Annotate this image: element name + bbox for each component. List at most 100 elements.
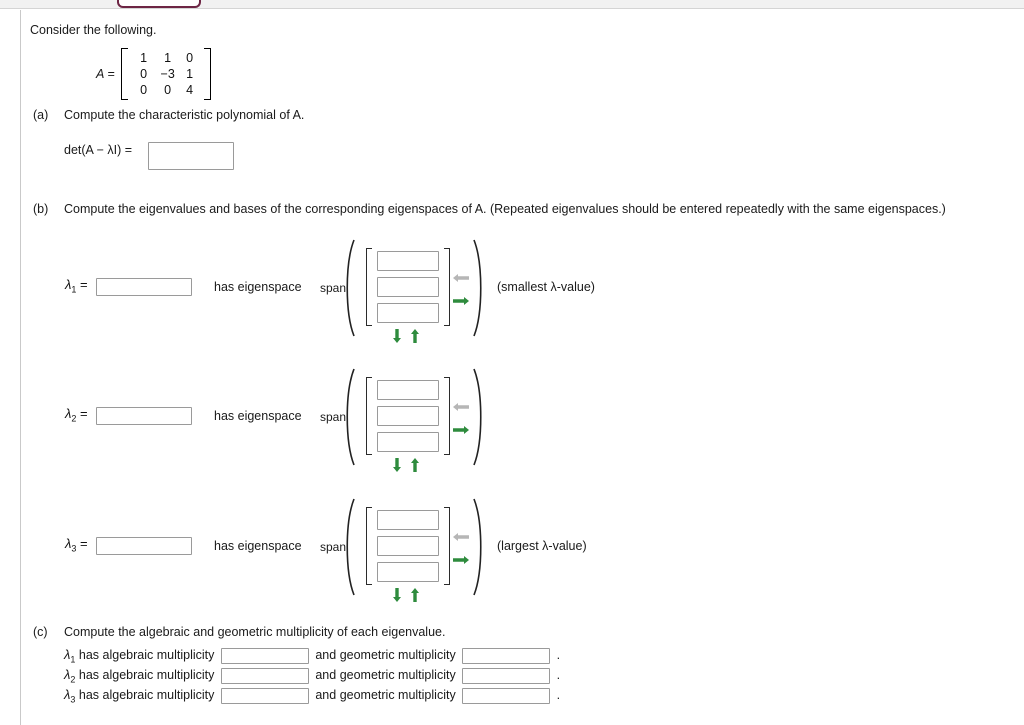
has-eigenspace-label-1: has eigenspace — [214, 280, 302, 294]
det-label: det(A − λI) = — [64, 143, 133, 157]
period-2: . — [556, 668, 561, 682]
lambda-3-label: λ3 = — [65, 536, 88, 554]
down-arrow-icon[interactable] — [392, 587, 402, 608]
lambda-2-label: λ2 = — [65, 406, 88, 424]
lambda-3-multiplicity-label: λ3 — [64, 687, 76, 705]
paren-close-2 — [470, 367, 488, 467]
vector-bracket-left — [366, 377, 372, 455]
eigenvector-2-component-2[interactable] — [377, 406, 439, 426]
eigenvector-widget-2 — [366, 377, 469, 472]
page-left-rule — [20, 10, 21, 725]
lambda-2-multiplicity-label: λ2 — [64, 667, 76, 685]
down-arrow-icon[interactable] — [392, 457, 402, 478]
vector-bracket-right — [444, 507, 450, 585]
matrix-cell: 1 — [140, 51, 148, 65]
up-arrow-icon[interactable] — [410, 587, 420, 608]
part-b-marker: (b) — [33, 202, 49, 216]
eigenvector-1-component-2[interactable] — [377, 277, 439, 297]
left-arrow-disabled-icon[interactable] — [452, 270, 470, 288]
matrix-cell: 0 — [140, 67, 148, 81]
period-3: . — [556, 688, 561, 702]
right-arrow-icon[interactable] — [452, 293, 470, 311]
down-arrow-icon[interactable] — [392, 328, 402, 349]
eigenvector-widget-3 — [366, 507, 469, 602]
algebraic-label-2: has algebraic multiplicity — [78, 668, 215, 682]
matrix-cell: 0 — [140, 83, 148, 97]
matrix-cell: 0 — [164, 83, 172, 97]
period-1: . — [556, 648, 561, 662]
eigenvector-3-component-3[interactable] — [377, 562, 439, 582]
lambda-3-input[interactable] — [96, 537, 192, 555]
eigenvector-1-component-3[interactable] — [377, 303, 439, 323]
part-a-text: Compute the characteristic polynomial of… — [64, 108, 305, 122]
lambda-1-label: λ1 = — [65, 277, 88, 295]
matrix-cell: 4 — [186, 83, 194, 97]
eigenvector-3-component-1[interactable] — [377, 510, 439, 530]
multiplicity-row-2: λ2 has algebraic multiplicity and geomet… — [64, 667, 560, 685]
geometric-multiplicity-1-input[interactable] — [462, 647, 551, 664]
up-arrow-icon[interactable] — [410, 328, 420, 349]
characteristic-polynomial-input[interactable] — [148, 142, 234, 170]
geometric-label-1: and geometric multiplicity — [315, 648, 456, 662]
vector-ud-controls-2 — [392, 457, 420, 478]
assignment-page: Consider the following. A = 1 1 0 0 −3 1… — [0, 10, 1024, 725]
vector-ud-controls-1 — [392, 328, 420, 349]
left-arrow-disabled-icon[interactable] — [452, 399, 470, 417]
part-a-marker: (a) — [33, 108, 49, 122]
eigenvector-2-component-3[interactable] — [377, 432, 439, 452]
vector-lr-controls-1 — [452, 270, 470, 311]
up-arrow-icon[interactable] — [410, 457, 420, 478]
geometric-multiplicity-3-input[interactable] — [462, 687, 551, 704]
paren-close-1 — [470, 238, 488, 338]
paren-open-1 — [340, 238, 358, 338]
vector-bracket-left — [366, 248, 372, 326]
matrix-a-grid: 1 1 0 0 −3 1 0 0 4 — [128, 48, 204, 100]
matrix-cell: 1 — [164, 51, 172, 65]
eigenvector-widget-1 — [366, 248, 469, 343]
geometric-label-2: and geometric multiplicity — [315, 668, 456, 682]
eigenvector-3-component-2[interactable] — [377, 536, 439, 556]
vector-bracket-right — [444, 248, 450, 326]
vector-lr-controls-2 — [452, 399, 470, 440]
browser-chrome-strip — [0, 0, 1024, 9]
has-eigenspace-label-2: has eigenspace — [214, 409, 302, 423]
lambda-1-input[interactable] — [96, 278, 192, 296]
vector-lr-controls-3 — [452, 529, 470, 570]
multiplicity-row-1: λ1 has algebraic multiplicity and geomet… — [64, 647, 560, 665]
multiplicity-row-3: λ3 has algebraic multiplicity and geomet… — [64, 687, 560, 705]
algebraic-label-1: has algebraic multiplicity — [78, 648, 215, 662]
span-label-3: span — [320, 540, 347, 554]
part-c-marker: (c) — [33, 625, 48, 639]
eigenvector-2-component-1[interactable] — [377, 380, 439, 400]
paren-open-2 — [340, 367, 358, 467]
paren-close-3 — [470, 497, 488, 597]
algebraic-multiplicity-1-input[interactable] — [220, 647, 309, 664]
right-arrow-icon[interactable] — [452, 422, 470, 440]
browser-tab-partial[interactable] — [117, 0, 201, 8]
algebraic-multiplicity-2-input[interactable] — [220, 667, 309, 684]
matrix-cell: 1 — [186, 67, 194, 81]
matrix-bracket-left — [120, 48, 128, 100]
lambda-3-note: (largest λ-value) — [497, 539, 587, 553]
intro-text: Consider the following. — [30, 23, 157, 37]
eigenvector-1-component-1[interactable] — [377, 251, 439, 271]
matrix-a-label: A = — [96, 67, 115, 81]
vector-bracket-left — [366, 507, 372, 585]
left-arrow-disabled-icon[interactable] — [452, 529, 470, 547]
span-label-2: span — [320, 410, 347, 424]
vector-ud-controls-3 — [392, 587, 420, 608]
matrix-cell: 0 — [186, 51, 194, 65]
right-arrow-icon[interactable] — [452, 552, 470, 570]
has-eigenspace-label-3: has eigenspace — [214, 539, 302, 553]
span-label-1: span — [320, 281, 347, 295]
lambda-1-multiplicity-label: λ1 — [64, 647, 76, 665]
matrix-cell: −3 — [160, 67, 175, 81]
matrix-bracket-right — [203, 48, 211, 100]
geometric-label-3: and geometric multiplicity — [315, 688, 456, 702]
part-b-text: Compute the eigenvalues and bases of the… — [64, 202, 946, 216]
geometric-multiplicity-2-input[interactable] — [462, 667, 551, 684]
lambda-1-note: (smallest λ-value) — [497, 280, 595, 294]
lambda-2-input[interactable] — [96, 407, 192, 425]
matrix-a: A = 1 1 0 0 −3 1 0 0 4 — [96, 48, 211, 100]
algebraic-multiplicity-3-input[interactable] — [220, 687, 309, 704]
